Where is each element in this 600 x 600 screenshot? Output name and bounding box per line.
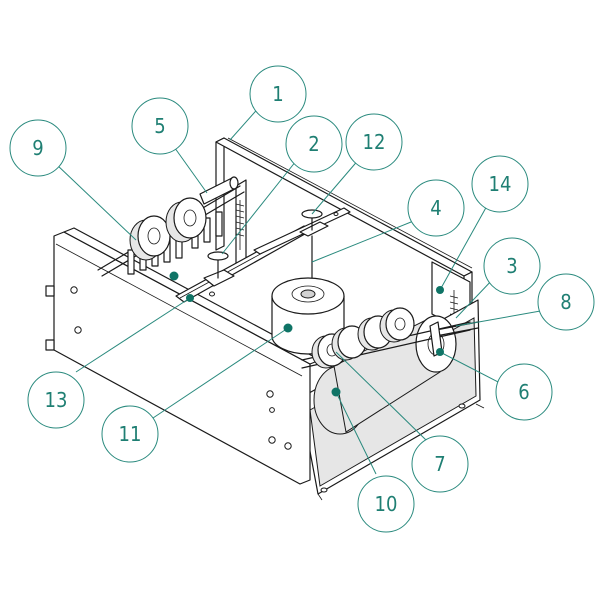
callout-label: 5 (154, 114, 165, 138)
callout-label: 10 (375, 492, 398, 516)
callout-10: 10 (357, 475, 415, 533)
callout-label: 14 (489, 172, 512, 196)
callout-label: 13 (45, 388, 68, 412)
callout-9: 9 (9, 119, 67, 177)
callout-7: 7 (411, 435, 469, 493)
marker-dot (331, 387, 341, 397)
callout-label: 2 (308, 132, 319, 156)
callout-label: 4 (430, 196, 441, 220)
callout-13: 13 (27, 371, 85, 429)
callout-3: 3 (483, 237, 541, 295)
callout-label: 12 (363, 130, 386, 154)
callout-4: 4 (407, 179, 465, 237)
callout-label: 3 (506, 254, 517, 278)
cross-bar-top (253, 207, 351, 255)
marker-dot (186, 294, 194, 302)
callout-label: 1 (272, 82, 283, 106)
marker-dot (283, 323, 293, 333)
callout-6: 6 (495, 363, 553, 421)
left-roller-assembly (97, 176, 245, 277)
callout-lines (55, 103, 547, 475)
callout-label: 9 (32, 136, 43, 160)
callout-2: 2 (285, 115, 343, 173)
callout-5: 5 (131, 97, 189, 155)
left-side-panel (45, 227, 321, 485)
spring-left (235, 200, 245, 250)
callout-label: 11 (119, 422, 142, 446)
callout-12: 12 (345, 113, 403, 171)
callout-label: 6 (518, 380, 529, 404)
callout-11: 11 (101, 405, 159, 463)
callout-label: 8 (560, 290, 571, 314)
roller-pair (129, 197, 207, 261)
callout-14: 14 (471, 155, 529, 213)
callout-label: 7 (434, 452, 445, 476)
front-roller-shaft (301, 307, 471, 369)
callout-markers (169, 271, 444, 397)
callout-8: 8 (537, 273, 595, 331)
marker-dot (436, 348, 444, 356)
marker-dot (436, 286, 444, 294)
callout-1: 1 (249, 65, 307, 123)
callout-bubbles: 1 2 12 5 9 4 14 3 (9, 65, 595, 533)
marker-dot (169, 271, 179, 281)
